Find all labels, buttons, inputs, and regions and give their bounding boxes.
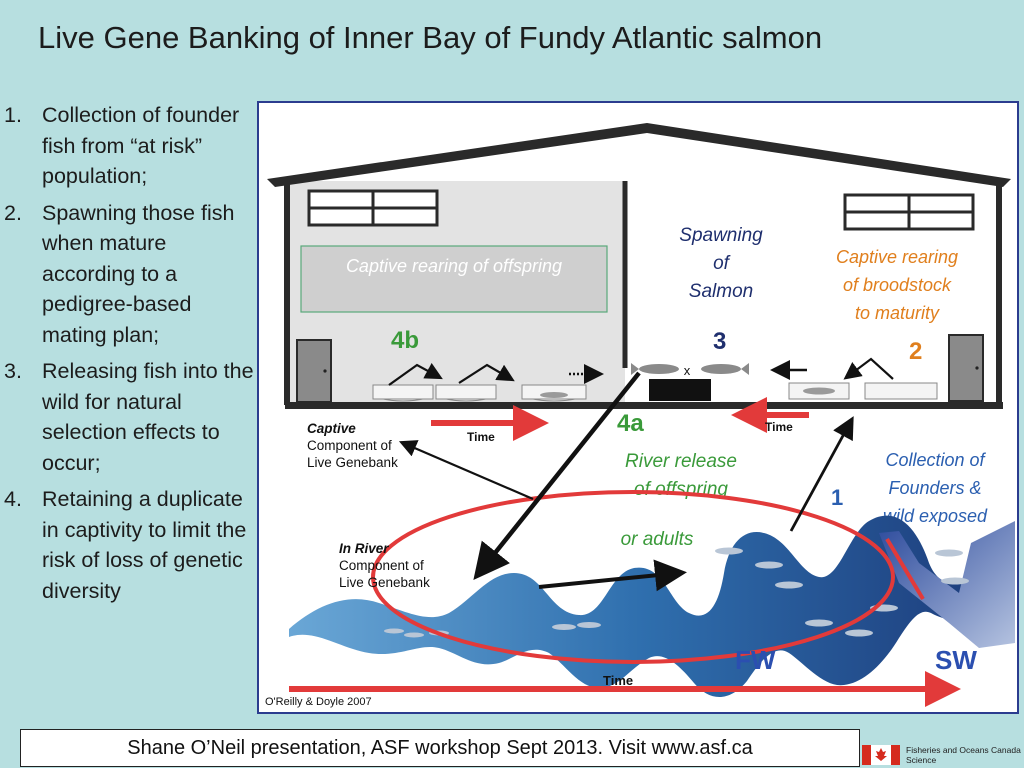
label-4b: 4b (391, 327, 419, 354)
or-adults: or adults (621, 529, 694, 550)
broodstock-line3: to maturity (855, 303, 940, 323)
step-text: Retaining a duplicate in captivity to li… (42, 487, 247, 603)
window-right (843, 193, 975, 231)
fw-label: FW (735, 645, 776, 675)
label-2: 2 (909, 338, 922, 365)
captive-component-line1: Captive (307, 421, 356, 436)
collection-arrow (789, 416, 854, 532)
step-text: Collection of founder fish from “at risk… (42, 103, 240, 188)
captive-component-line3: Live Genebank (307, 455, 398, 470)
spawning-line1: Spawning (679, 225, 763, 246)
in-river-highlight (371, 490, 895, 664)
sw-label: SW (935, 645, 977, 675)
transfer-arrows-2 (770, 357, 894, 380)
step-item: 2. Spawning those fish when mature accord… (4, 198, 256, 351)
rearing-tanks-left (372, 384, 587, 402)
steps-list: 1. Collection of founder fish from “at ri… (4, 100, 256, 612)
step-text: Releasing fish into the wild for natural… (42, 359, 254, 475)
in-river-line1: In River (339, 541, 389, 556)
offspring-label: Captive rearing of offspring (346, 256, 562, 276)
spawning-line2: of (713, 253, 731, 274)
captive-link-arrow (398, 440, 534, 501)
label-4a: 4a (617, 410, 644, 437)
collection-line2: Founders & (888, 478, 981, 498)
release-arrow (473, 371, 641, 581)
offspring-label-box (300, 245, 608, 313)
door-right (948, 334, 984, 402)
dfo-name: Fisheries and Oceans Canada Science (906, 745, 1021, 765)
river-release-line1: River release (625, 451, 737, 472)
step-number: 1. (4, 103, 22, 127)
step-item: 3. Releasing fish into the wild for natur… (4, 356, 256, 478)
in-river-line2: Component of (339, 558, 424, 573)
captive-component-line2: Component of (307, 438, 392, 453)
step-number: 3. (4, 359, 22, 383)
door-left (296, 339, 332, 403)
roof (267, 123, 1011, 187)
credit: O'Reilly & Doyle 2007 (265, 696, 372, 708)
time-label-spawning: Time (765, 420, 793, 434)
sea (879, 521, 1015, 648)
in-river-line3: Live Genebank (339, 575, 430, 590)
slide-title: Live Gene Banking of Inner Bay of Fundy … (38, 20, 823, 55)
step-number: 4. (4, 487, 22, 511)
floor (285, 402, 1003, 409)
step-text: Spawning those fish when mature accordin… (42, 200, 235, 347)
diagram-panel: Captive rearing of offspring 4b Spawning… (257, 101, 1019, 714)
dfo-line2: Science (906, 754, 937, 765)
time-label-bottom: Time (603, 673, 633, 688)
spawning-fish (631, 363, 749, 401)
step-item: 1. Collection of founder fish from “at ri… (4, 100, 256, 192)
collection-line3: wild exposed (883, 506, 988, 526)
step-item: 4. Retaining a duplicate in captivity to … (4, 484, 256, 606)
dfo-logo: Fisheries and Oceans Canada Science (862, 741, 1022, 768)
collection-line1: Collection of (885, 450, 986, 470)
label-1: 1 (831, 485, 843, 510)
canada-flag-icon (862, 744, 900, 765)
genebank-diagram: Captive rearing of offspring 4b Spawning… (265, 123, 1015, 708)
river-flow-arrow (538, 559, 687, 592)
transfer-arrows-4b (388, 362, 604, 386)
fw-sw-boundary (885, 537, 925, 601)
broodstock-line2: of broodstock (843, 275, 952, 295)
footer-caption: Shane O’Neil presentation, ASF workshop … (20, 729, 860, 767)
broodstock-tanks (788, 382, 938, 400)
cross-symbol: x (684, 363, 691, 378)
time-label-captive: Time (467, 430, 495, 444)
window-left (307, 189, 439, 227)
label-3: 3 (713, 328, 726, 355)
broodstock-line1: Captive rearing (836, 247, 958, 267)
river (289, 515, 989, 697)
dfo-line1: Fisheries and Oceans Canada (906, 744, 1021, 755)
spawning-line3: Salmon (689, 281, 753, 302)
step-number: 2. (4, 200, 22, 225)
